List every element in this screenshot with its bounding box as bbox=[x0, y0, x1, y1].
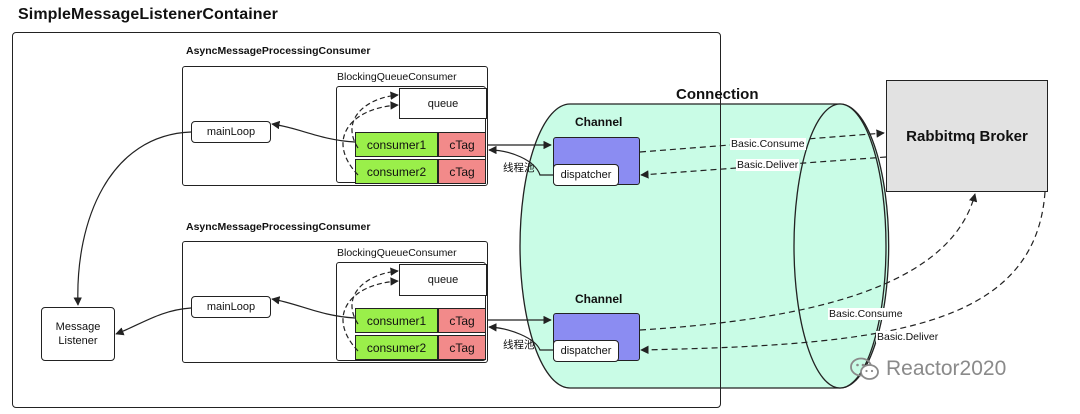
container-title: SimpleMessageListenerContainer bbox=[18, 6, 278, 23]
main-loop-node: mainLoop bbox=[191, 296, 271, 318]
basic-deliver-label: Basic.Deliver bbox=[876, 331, 940, 343]
consumer-cell: consumer2 bbox=[355, 335, 438, 360]
basic-consume-label: Basic.Consume bbox=[828, 308, 904, 320]
dispatcher-node: dispatcher bbox=[553, 164, 619, 186]
consumer-cell: consumer1 bbox=[355, 132, 438, 157]
basic-consume-label: Basic.Consume bbox=[730, 138, 806, 150]
channel-title: Channel bbox=[575, 115, 623, 129]
blocking-queue-title: BlockingQueueConsumer bbox=[337, 247, 457, 259]
watermark-text: Reactor2020 bbox=[886, 357, 1007, 380]
watermark: Reactor2020 bbox=[850, 356, 1006, 382]
dispatcher-node: dispatcher bbox=[553, 340, 619, 362]
connection-title: Connection bbox=[676, 86, 759, 103]
wechat-icon bbox=[850, 357, 879, 380]
queue-node: queue bbox=[399, 264, 487, 296]
rabbitmq-broker: Rabbitmq Broker bbox=[886, 80, 1048, 192]
consumer-cell: consumer2 bbox=[355, 159, 438, 184]
blocking-queue-title: BlockingQueueConsumer bbox=[337, 71, 457, 83]
async-consumer-box bbox=[182, 66, 488, 186]
ctag-cell: cTag bbox=[438, 308, 486, 333]
main-loop-node: mainLoop bbox=[191, 121, 271, 143]
consumer-title: AsyncMessageProcessingConsumer bbox=[186, 221, 371, 233]
ctag-cell: cTag bbox=[438, 132, 486, 157]
consumer-cell: consumer1 bbox=[355, 308, 438, 333]
thread-pool-label: 线程池 bbox=[503, 339, 535, 351]
message-listener-node: Message Listener bbox=[41, 307, 115, 361]
channel-title: Channel bbox=[575, 292, 623, 306]
basic-deliver-label: Basic.Deliver bbox=[736, 159, 800, 171]
queue-node: queue bbox=[399, 88, 487, 119]
consumer-title: AsyncMessageProcessingConsumer bbox=[186, 45, 371, 57]
thread-pool-label: 线程池 bbox=[503, 162, 535, 174]
ctag-cell: cTag bbox=[438, 159, 486, 184]
ctag-cell: cTag bbox=[438, 335, 486, 360]
